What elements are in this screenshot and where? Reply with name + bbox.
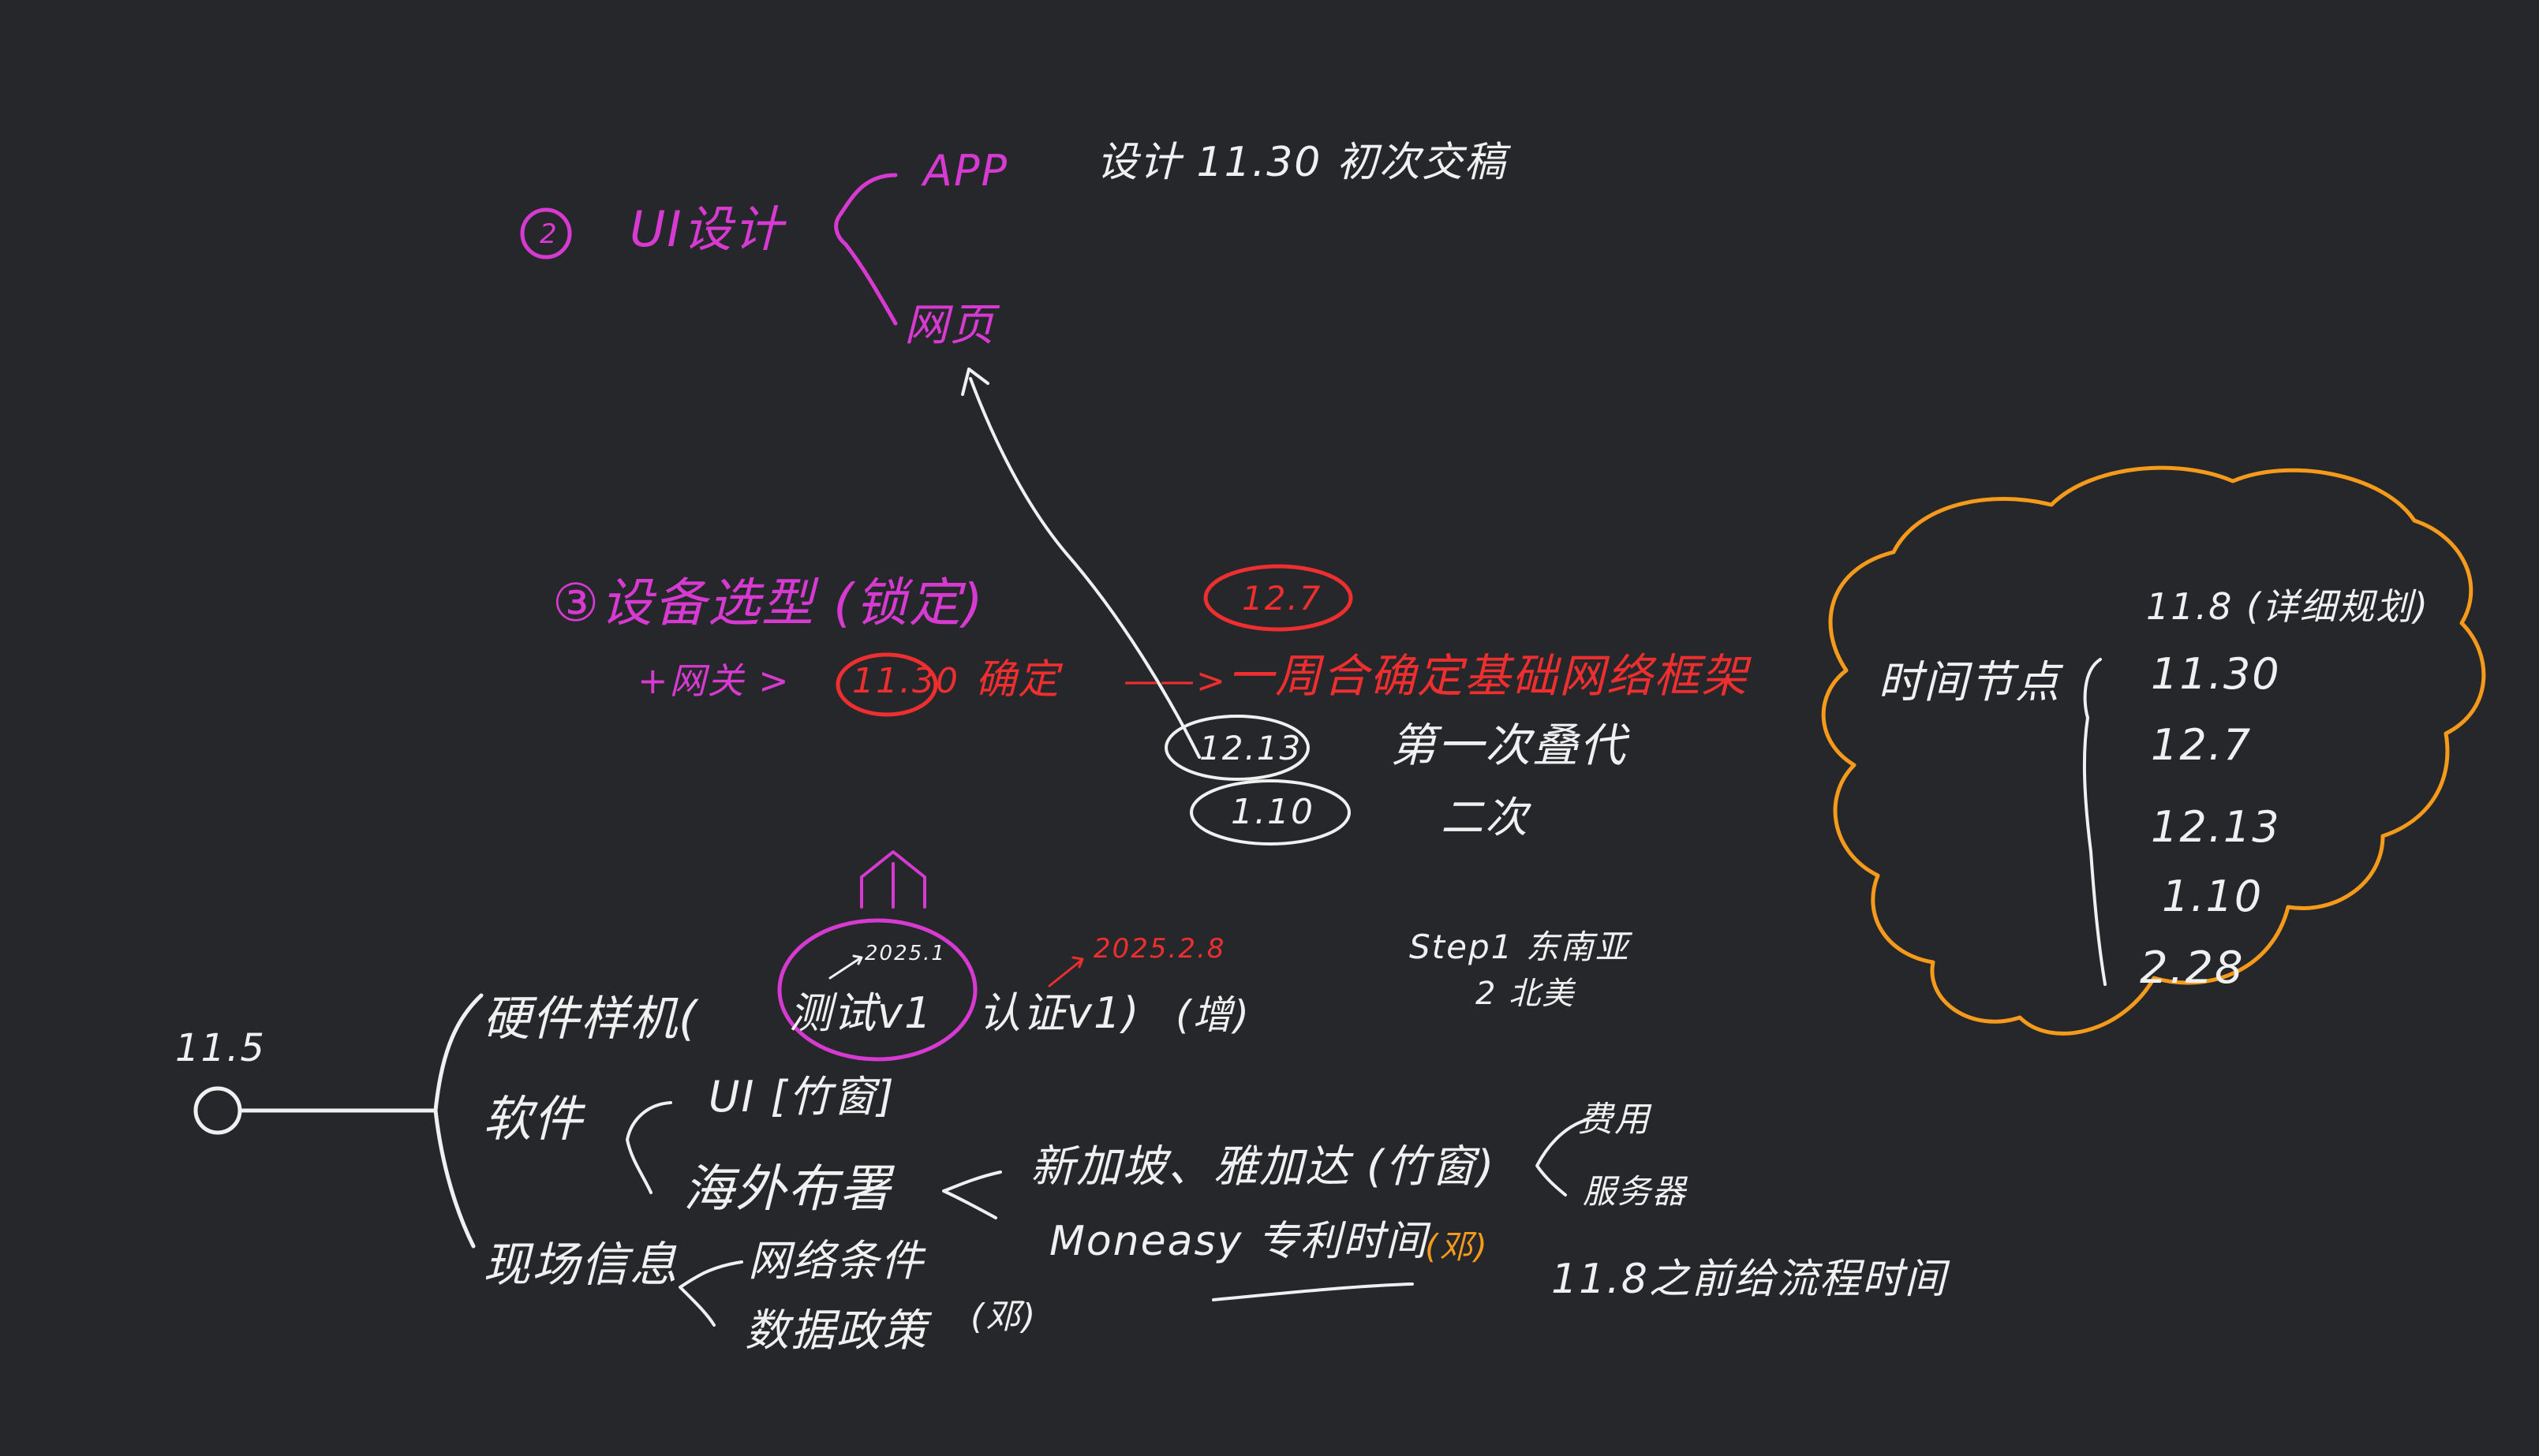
software-ui-item: UI [竹窗] bbox=[709, 1072, 896, 1122]
device-date-12-13: 12.13 bbox=[1199, 729, 1303, 767]
software-overseas: 海外布署 bbox=[683, 1160, 892, 1219]
orange-cloud bbox=[1821, 465, 2486, 1036]
branch-web-label: 网页 bbox=[904, 300, 996, 351]
section-number: 2 bbox=[540, 218, 559, 250]
circle-test-v1 bbox=[777, 918, 978, 1062]
device-arrow: ——> bbox=[1124, 661, 1227, 701]
device-date-12-7: 12.7 bbox=[1242, 579, 1322, 618]
software-label: 软件 bbox=[483, 1090, 585, 1148]
caret-mark bbox=[860, 850, 926, 909]
cost-brace bbox=[1535, 1118, 1587, 1197]
timeline-start-label: 11.5 bbox=[175, 1026, 266, 1070]
hardware-test-v1: 测试v1 bbox=[789, 988, 933, 1038]
cloud-date-4: 1.10 bbox=[2162, 872, 2264, 921]
step-2: 2 北美 bbox=[1475, 976, 1576, 1012]
software-moneasy-owner: (邓) bbox=[1425, 1227, 1489, 1266]
cloud-date-2: 12.7 bbox=[2151, 720, 2253, 770]
device-date-1-10: 1.10 bbox=[1231, 792, 1314, 832]
onsite-data-policy: 数据政策 bbox=[745, 1305, 928, 1357]
device-iter-second: 二次 bbox=[1441, 793, 1529, 842]
software-countries: 新加坡、雅加达 (竹窗) bbox=[1030, 1141, 1496, 1193]
arrow-date-a bbox=[828, 954, 863, 980]
hardware-owner: (增) bbox=[1176, 992, 1251, 1038]
device-date-11-30: 11.30 bbox=[852, 661, 959, 701]
section-device-title: ③设备选型 (锁定) bbox=[552, 573, 985, 633]
timeline-start-node bbox=[193, 1086, 242, 1135]
hardware-date-b: 2025.2.8 bbox=[1094, 933, 1226, 965]
cloud-label: 时间节点 bbox=[1878, 657, 2061, 708]
circle-12-13 bbox=[1165, 715, 1310, 781]
arrow-date-b bbox=[1048, 956, 1084, 987]
software-server: 服务器 bbox=[1583, 1172, 1688, 1211]
section-number-circle bbox=[520, 207, 572, 259]
device-confirm: 确定 bbox=[975, 656, 1061, 704]
cloud-date-3: 12.13 bbox=[2151, 802, 2281, 852]
hardware-date-a: 2025.1 bbox=[865, 942, 946, 965]
ui-branch-brace bbox=[834, 173, 898, 326]
hardware-label: 硬件样机( bbox=[483, 991, 699, 1047]
arrow-head-web bbox=[961, 368, 989, 396]
cloud-date-1: 11.30 bbox=[2151, 649, 2281, 699]
circle-1-10 bbox=[1190, 779, 1351, 846]
device-joint-note: 一周合确定基础网络框架 bbox=[1228, 649, 1749, 703]
branch-app-label: APP bbox=[923, 146, 1009, 196]
moneasy-underline bbox=[1212, 1282, 1414, 1301]
circle-11-30 bbox=[836, 652, 938, 717]
arrow-to-web bbox=[969, 377, 1201, 759]
section-ui-title: UI设计 bbox=[630, 200, 784, 258]
circle-12-7 bbox=[1203, 564, 1353, 632]
software-moneasy: Moneasy 专利时间 bbox=[1049, 1218, 1428, 1265]
device-prefix: +网关 > bbox=[638, 659, 791, 702]
software-before-note: 11.8之前给流程时间 bbox=[1551, 1256, 1947, 1303]
software-brace bbox=[626, 1101, 672, 1194]
hardware-verify-v1: 认证v1) bbox=[978, 988, 1141, 1038]
cloud-date-0: 11.8 (详细规划) bbox=[2146, 585, 2429, 628]
cloud-brace bbox=[2082, 658, 2107, 986]
cloud-date-5: 2.28 bbox=[2140, 943, 2245, 994]
step-1: Step1 东南亚 bbox=[1409, 928, 1630, 966]
branch-app-note: 设计 11.30 初次交稿 bbox=[1097, 139, 1507, 186]
device-iter-first: 第一次叠代 bbox=[1390, 719, 1628, 772]
main-brace bbox=[433, 993, 484, 1249]
overseas-brace bbox=[942, 1170, 1002, 1219]
onsite-label: 现场信息 bbox=[483, 1238, 679, 1293]
onsite-brace bbox=[679, 1260, 743, 1327]
onsite-network: 网络条件 bbox=[748, 1236, 925, 1286]
onsite-data-owner: (邓) bbox=[970, 1297, 1038, 1337]
software-cost: 费用 bbox=[1578, 1099, 1651, 1140]
